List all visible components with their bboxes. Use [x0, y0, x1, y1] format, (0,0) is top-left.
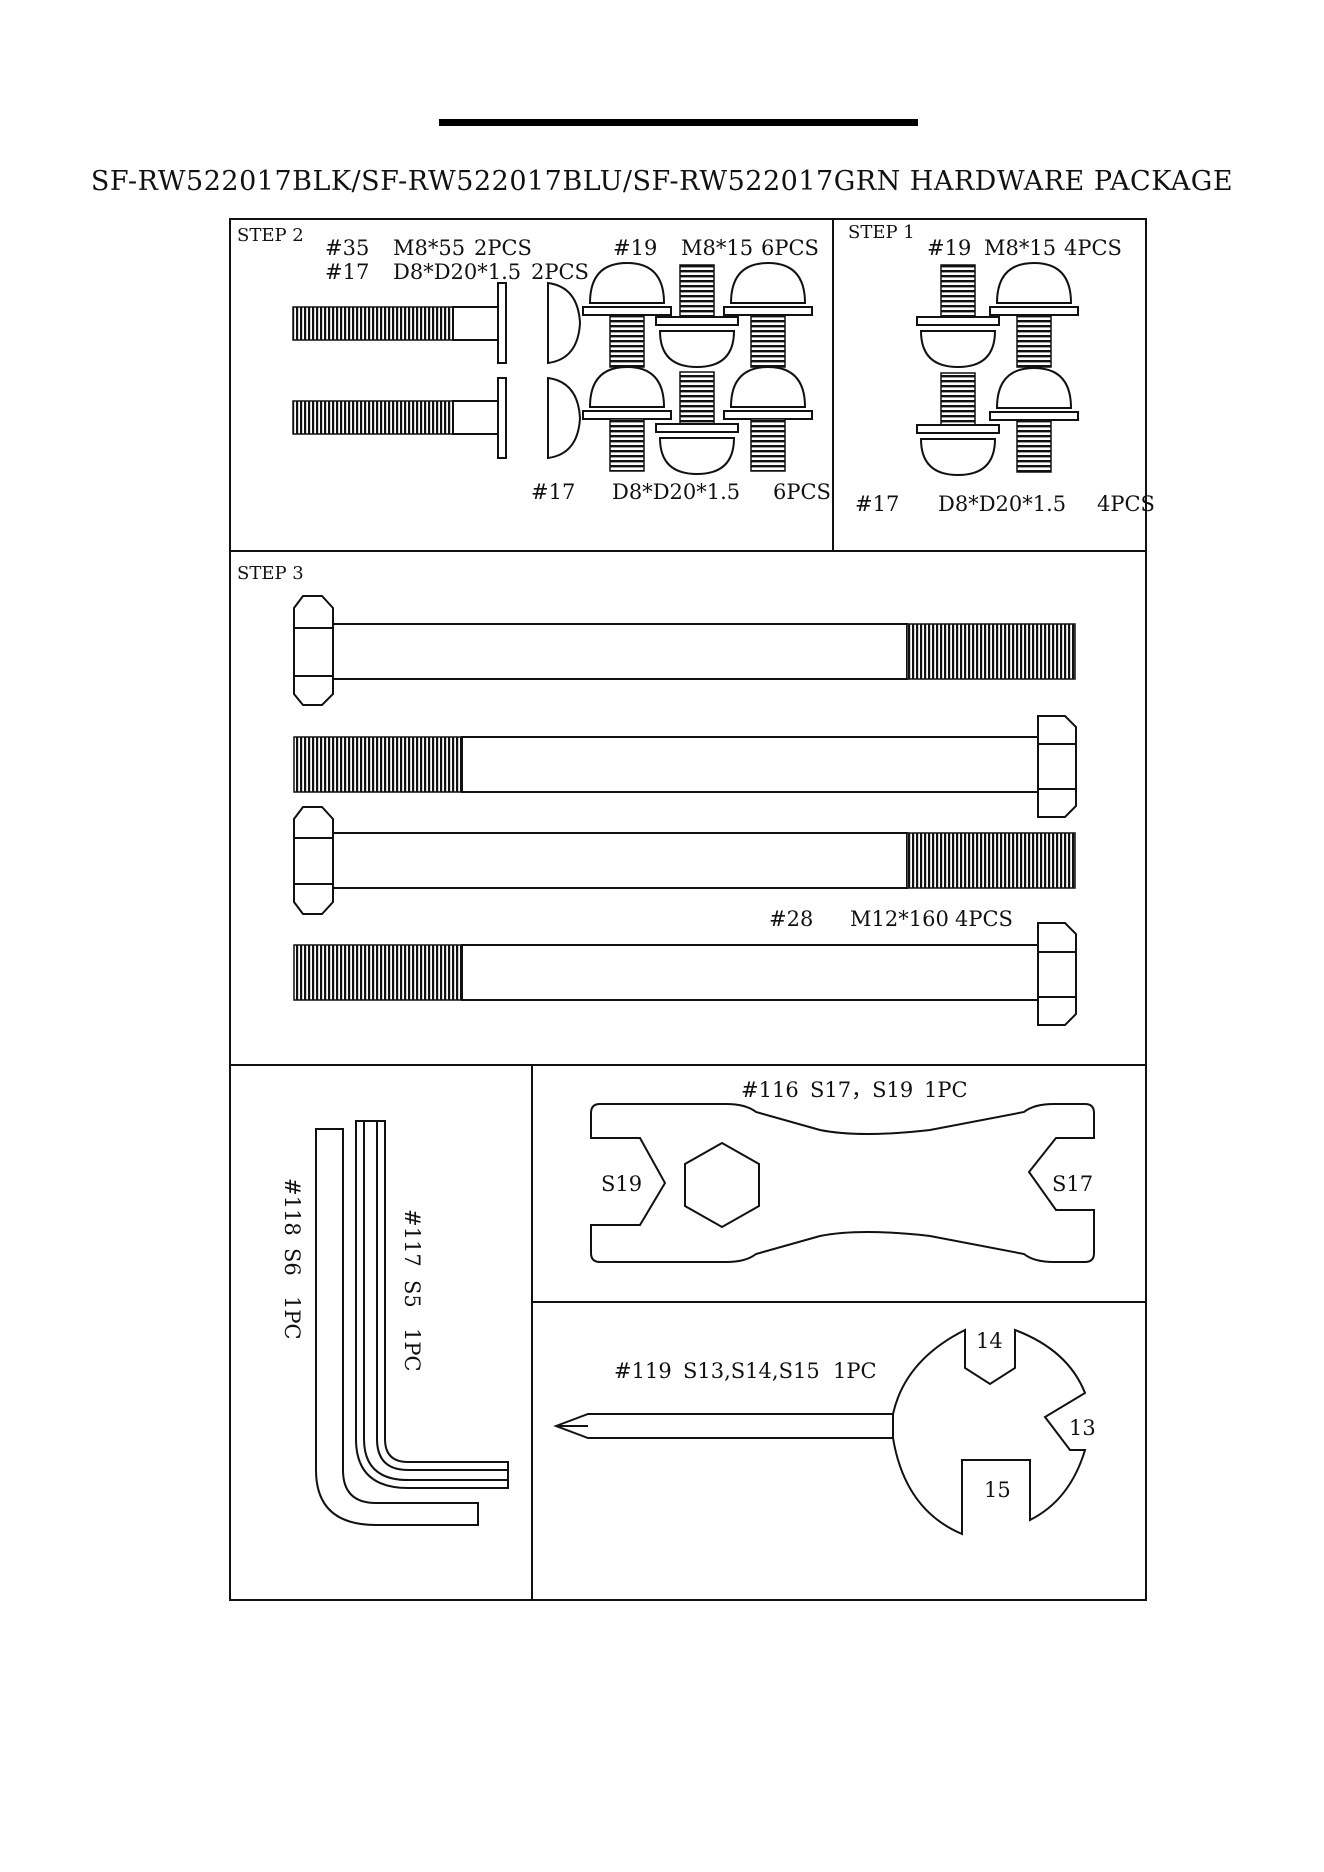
screw19-s1-part: #19: [927, 238, 971, 259]
washer17-top-part: #17: [325, 262, 369, 283]
screw19-s1-size: M8*15: [984, 238, 1056, 259]
hex117-part: #117: [401, 1209, 422, 1267]
bolt28-2: [294, 716, 1076, 817]
screw19-s2-size: M8*15: [681, 238, 753, 259]
bolt35-bottom: [293, 378, 580, 458]
tool119-jaw-15: 15: [984, 1480, 1011, 1501]
step1-label: STEP 1: [848, 224, 915, 242]
tool119-jaw-14: 14: [976, 1331, 1003, 1352]
hex-key-118: [316, 1129, 478, 1525]
step3-label: STEP 3: [237, 565, 304, 583]
step2-label: STEP 2: [237, 227, 304, 245]
washer17-top-size: D8*D20*1.5: [393, 262, 521, 283]
screw19-s2-r2-b: [656, 372, 738, 474]
hex117-size: S5: [401, 1280, 422, 1308]
washer17-bottom-qty: 6PCS: [773, 482, 831, 503]
tool119-qty: 1PC: [833, 1361, 877, 1382]
washer17-bottom-size: D8*D20*1.5: [612, 482, 740, 503]
wrench116-right-jaw: S17: [1052, 1174, 1093, 1195]
screw19-s1-r2-b: [990, 368, 1078, 472]
screw19-s1-r2-a: [917, 373, 999, 475]
washer17-top-qty: 2PCS: [531, 262, 589, 283]
wrench116-part: #116: [741, 1080, 799, 1101]
hex118-part: #118: [281, 1178, 302, 1236]
screw19-s2-part: #19: [613, 238, 657, 259]
screw19-s1-r1-b: [990, 263, 1078, 367]
washer17-s1-size: D8*D20*1.5: [938, 494, 1066, 515]
wrench116-size: S17，S19: [810, 1080, 913, 1101]
screw19-s2-r1-c: [724, 263, 812, 367]
bolt28-1: [294, 596, 1075, 705]
screw19-s1-qty: 4PCS: [1064, 238, 1122, 259]
screw19-s2-r2-a: [583, 367, 671, 471]
wrench116-left-jaw: S19: [601, 1174, 642, 1195]
tool119-jaw-13: 13: [1069, 1418, 1096, 1439]
bolt35-part: #35: [325, 238, 369, 259]
bolt28-size: M12*160: [850, 909, 949, 930]
screw19-s2-r2-c: [724, 367, 812, 471]
screw19-s2-r1-a: [583, 263, 671, 367]
screw19-s2-qty: 6PCS: [761, 238, 819, 259]
hex117-qty: 1PC: [401, 1328, 422, 1372]
screw19-s1-r1-a: [917, 265, 999, 367]
tool119-size: S13,S14,S15: [683, 1361, 820, 1382]
bolt35-qty: 2PCS: [474, 238, 532, 259]
washer17-s1-qty: 4PCS: [1097, 494, 1155, 515]
hex118-qty: 1PC: [281, 1296, 302, 1340]
bolt35-top: [293, 283, 580, 363]
wrench116-qty: 1PC: [924, 1080, 968, 1101]
tool119-part: #119: [614, 1361, 672, 1382]
hex-key-117: [356, 1121, 508, 1488]
bolt28-4: [294, 923, 1076, 1025]
bolt35-size: M8*55: [393, 238, 465, 259]
washer17-bottom-part: #17: [531, 482, 575, 503]
bolt28-part: #28: [769, 909, 813, 930]
wrench-116: [591, 1104, 1094, 1262]
hex118-size: S6: [281, 1248, 302, 1276]
bolt28-qty: 4PCS: [955, 909, 1013, 930]
washer17-s1-part: #17: [855, 494, 899, 515]
bolt28-3: [294, 807, 1075, 914]
